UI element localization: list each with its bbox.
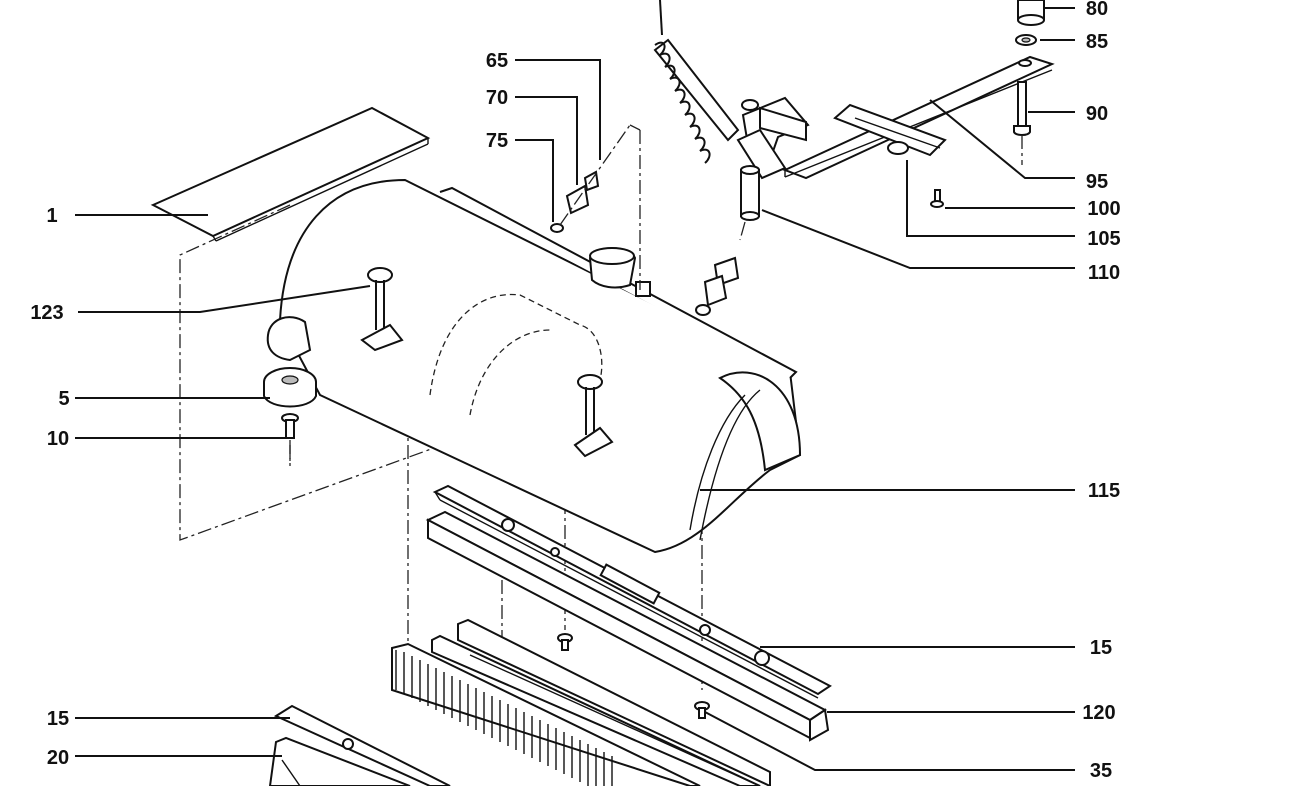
part-20-housing-lower xyxy=(268,736,411,786)
callout-115: 115 xyxy=(1088,480,1120,502)
part-123-bolts xyxy=(360,267,614,458)
part-80-cap xyxy=(1017,0,1045,26)
part-15-lower xyxy=(273,704,451,786)
callout-65: 65 xyxy=(486,50,508,72)
side-fitting xyxy=(695,256,740,316)
part-120-channel xyxy=(425,510,830,742)
callout-15-right: 15 xyxy=(1090,637,1112,659)
part-110-pin xyxy=(739,165,760,241)
part-105-clip xyxy=(833,103,947,157)
callout-100: 100 xyxy=(1087,198,1120,220)
callout-85: 85 xyxy=(1086,31,1108,53)
part-10-screw xyxy=(281,413,299,465)
callout-105: 105 xyxy=(1087,228,1120,250)
bracket xyxy=(736,96,810,180)
parts-65-70-75-fittings xyxy=(550,124,641,290)
part-115-main-housing xyxy=(278,178,802,554)
part-1-plate xyxy=(150,106,431,242)
callout-labels: 1 123 5 10 65 70 75 80 85 90 95 100 105 … xyxy=(30,0,1120,782)
callout-110: 110 xyxy=(1088,262,1120,284)
callout-95: 95 xyxy=(1086,171,1108,193)
callout-5: 5 xyxy=(58,388,69,410)
callout-120: 120 xyxy=(1082,702,1115,724)
callout-80: 80 xyxy=(1086,0,1108,20)
callout-75: 75 xyxy=(486,130,508,152)
callout-70: 70 xyxy=(486,87,508,109)
part-95-bar xyxy=(782,55,1055,180)
part-35-screws xyxy=(557,633,710,719)
callout-123: 123 xyxy=(30,302,63,324)
part-100-screw xyxy=(930,189,944,208)
callout-1: 1 xyxy=(46,205,57,227)
leader-lines xyxy=(75,7,1075,771)
part-5-wheel xyxy=(263,316,317,408)
callout-35: 35 xyxy=(1090,760,1112,782)
callout-20: 20 xyxy=(47,747,69,769)
part-85-washer xyxy=(1015,34,1037,46)
spring xyxy=(653,0,740,164)
callout-90: 90 xyxy=(1086,103,1108,125)
callout-10: 10 xyxy=(47,428,69,450)
callout-15-left: 15 xyxy=(47,708,69,730)
part-90-bolt xyxy=(1013,81,1031,165)
brush-strip xyxy=(391,618,771,786)
